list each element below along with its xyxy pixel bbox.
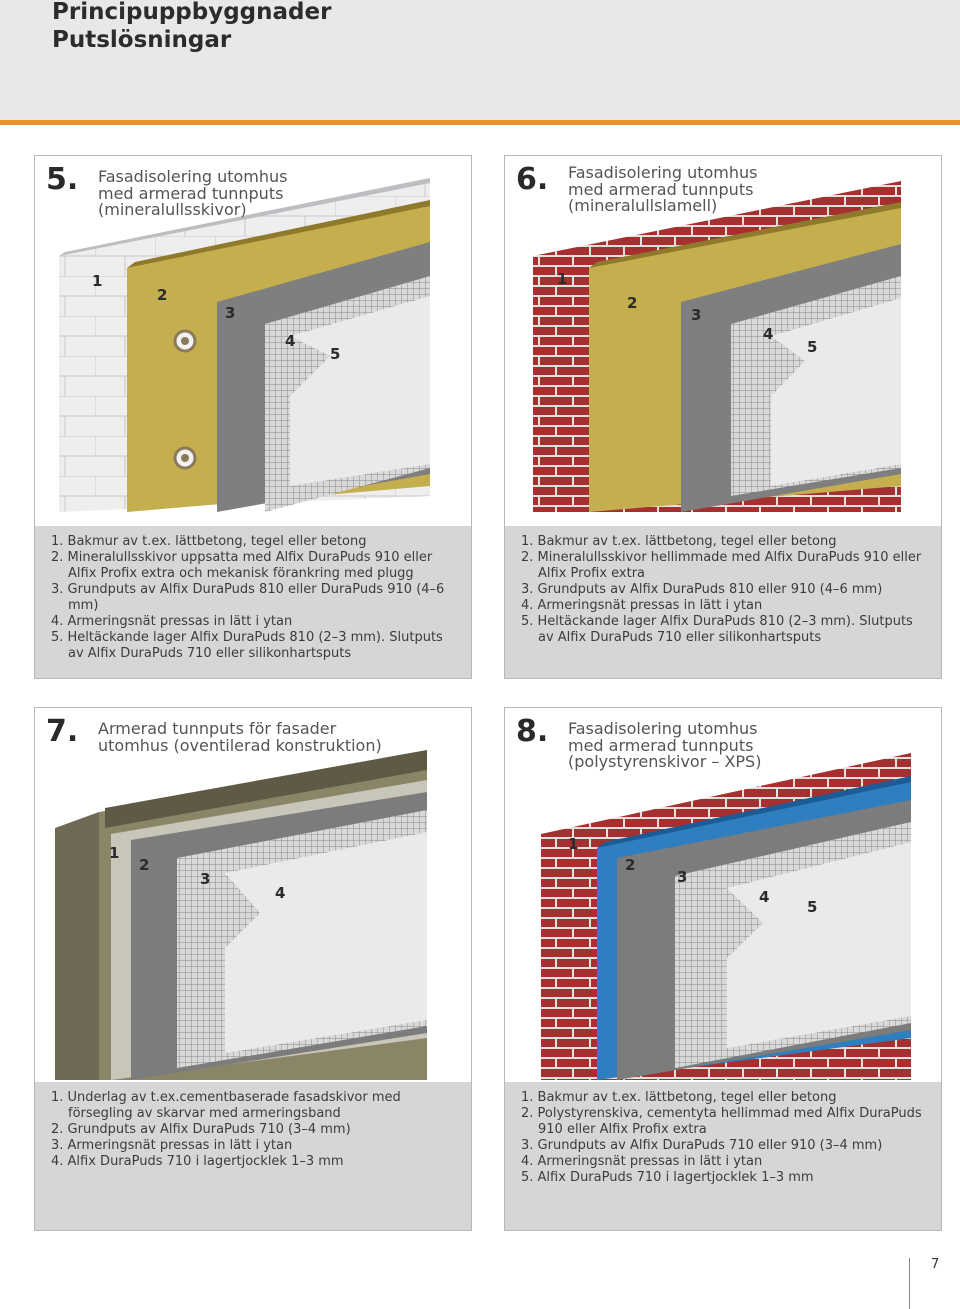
panel-5-legend: 1. Bakmur av t.ex. lättbetong, tegel ell… [35,526,471,678]
panel-6-number: 6. [516,162,549,197]
panel-5: 1 2 3 4 5 5. Fasadisolering utomhus med … [34,155,472,679]
panel-7: 1 2 3 4 7. Armerad tunnputs för fasader … [34,707,472,1231]
legend-item: 1. Underlag av t.ex.cementbaserade fasad… [51,1090,401,1121]
panel-7-label-1: 1 [109,844,119,862]
legend-item: 5. Heltäckande lager Alfix DuraPuds 810 … [51,630,443,661]
panel-5-label-5: 5 [330,345,340,363]
legend-item: 3. Grundputs av Alfix DuraPuds 810 eller… [51,582,445,613]
panel-5-label-1: 1 [92,272,102,290]
panel-7-label-3: 3 [200,870,210,888]
panel-5-label-2: 2 [157,286,167,304]
panel-7-title: Armerad tunnputs för fasader utomhus (ov… [98,719,382,755]
legend-item: 4. Alfix DuraPuds 710 i lagertjocklek 1–… [51,1154,344,1169]
panel-5-title: Fasadisolering utomhus med armerad tunnp… [98,167,288,219]
panel-8-title: Fasadisolering utomhus med armerad tunnp… [568,719,762,771]
panel-8-legend: 1. Bakmur av t.ex. lättbetong, tegel ell… [505,1082,941,1230]
legend-item: 1. Bakmur av t.ex. lättbetong, tegel ell… [521,1090,837,1105]
legend-item: 4. Armeringsnät pressas in lätt i ytan [51,614,293,629]
panel-7-label-2: 2 [139,856,149,874]
panel-6-label-1: 1 [557,270,567,288]
panel-8-illustration: 1 2 3 4 5 [541,753,911,1080]
panel-5-label-3: 3 [225,304,235,322]
legend-item: 2. Polystyrenskiva, cementyta hellimmad … [521,1106,922,1137]
panel-6-label-4: 4 [763,325,773,343]
panel-8-label-1: 1 [568,835,578,853]
panel-8-number: 8. [516,714,549,749]
legend-item: 5. Alfix DuraPuds 710 i lagertjocklek 1–… [521,1170,814,1185]
panel-6-legend: 1. Bakmur av t.ex. lättbetong, tegel ell… [505,526,941,678]
panel-7-illustration: 1 2 3 4 [55,750,427,1080]
panel-5-illustration: 1 2 3 4 5 [59,178,430,512]
panel-6: 1 2 3 4 5 6. Fasadisolering utomhus med … [504,155,942,679]
panel-8-label-5: 5 [807,898,817,916]
legend-item: 1. Bakmur av t.ex. lättbetong, tegel ell… [51,534,367,549]
panel-8-label-4: 4 [759,888,769,906]
panel-8-label-2: 2 [625,856,635,874]
header-accent-bar [0,120,960,125]
panel-6-label-2: 2 [627,294,637,312]
legend-item: 5. Heltäckande lager Alfix DuraPuds 810 … [521,614,913,645]
panel-6-title: Fasadisolering utomhus med armerad tunnp… [568,163,758,215]
legend-item: 4. Armeringsnät pressas in lätt i ytan [521,1154,763,1169]
legend-item: 3. Grundputs av Alfix DuraPuds 710 eller… [521,1138,883,1153]
panel-7-number: 7. [46,714,79,749]
legend-item: 2. Mineralullsskivor uppsatta med Alfix … [51,550,433,581]
panel-6-illustration: 1 2 3 4 5 [533,181,901,512]
panel-7-label-4: 4 [275,884,285,902]
header-subtitle: Putslösningar [52,27,232,53]
legend-item: 3. Grundputs av Alfix DuraPuds 810 eller… [521,582,883,597]
legend-item: 3. Armeringsnät pressas in lätt i ytan [51,1138,293,1153]
legend-item: 4. Armeringsnät pressas in lätt i ytan [521,598,763,613]
legend-item: 2. Mineralullsskivor hellimmade med Alfi… [521,550,922,581]
page-number: 7 [931,1257,940,1272]
header-title: Principuppbyggnader [52,0,332,25]
legend-item: 2. Grundputs av Alfix DuraPuds 710 (3–4 … [51,1122,351,1137]
panel-5-label-4: 4 [285,332,295,350]
panel-6-label-3: 3 [691,306,701,324]
page-header: Principuppbyggnader Putslösningar [0,0,960,120]
legend-item: 1. Bakmur av t.ex. lättbetong, tegel ell… [521,534,837,549]
page-number-divider [909,1258,910,1309]
panel-8: 1 2 3 4 5 8. Fasadisolering utomhus med … [504,707,942,1231]
panel-6-label-5: 5 [807,338,817,356]
panel-7-legend: 1. Underlag av t.ex.cementbaserade fasad… [35,1082,471,1230]
panel-8-label-3: 3 [677,868,687,886]
panel-5-number: 5. [46,162,79,197]
